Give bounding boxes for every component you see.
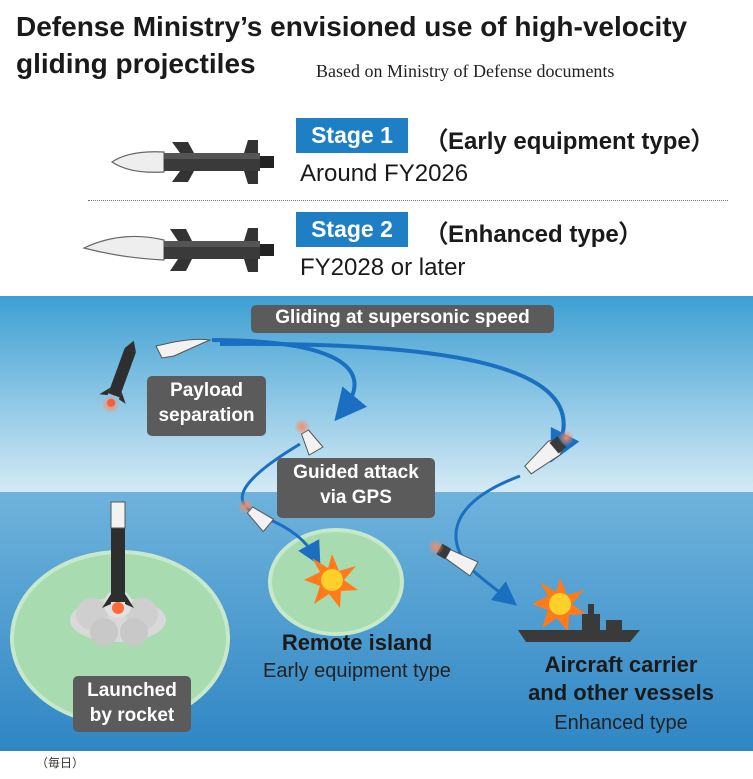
title-line-2: gliding projectiles [16, 48, 256, 79]
stage2-time: FY2028 or later [300, 254, 466, 281]
glider-early-mid [294, 418, 324, 456]
payload-line-2: separation [158, 405, 255, 426]
trajectory-enhanced [219, 341, 580, 463]
payload-line-1: Payload [170, 380, 243, 401]
launched-line-1: Launched [87, 680, 177, 701]
explosion-island [304, 554, 358, 608]
carrier-subtitle: Enhanced type [554, 712, 688, 734]
payload-label: Payload separation [147, 376, 266, 436]
stage2-projectile-icon [82, 228, 274, 272]
stage1-badge: Stage 1 [296, 118, 408, 153]
launch-rocket [70, 501, 166, 646]
island-subtitle: Early equipment type [263, 660, 451, 682]
credit: （毎日） [36, 756, 85, 770]
island-title: Remote island [281, 630, 433, 655]
stage-divider [88, 200, 728, 201]
glider-early-low [237, 498, 275, 533]
page-title: Defense Ministry’s envisioned use of hig… [16, 8, 687, 82]
stage2-badge: Stage 2 [296, 212, 408, 247]
stage2-type: （Enhanced type） [424, 221, 643, 248]
carrier-title: Aircraft carrier and other vessels [496, 651, 746, 707]
gliding-label: Gliding at supersonic speed [251, 305, 554, 333]
source-note: Based on Ministry of Defense documents [316, 61, 615, 81]
stage1-projectile-icon [110, 140, 274, 184]
launched-label: Launched by rocket [73, 676, 191, 732]
carrier-title-line-1: Aircraft carrier [544, 652, 698, 677]
carrier-title-line-2: and other vessels [528, 680, 714, 705]
glider-top [155, 338, 212, 359]
separating-rocket [99, 340, 136, 414]
guided-line-2: via GPS [320, 487, 392, 508]
stage1-type: （Early equipment type） [424, 128, 715, 155]
glider-enhanced-mid [524, 429, 575, 475]
guided-line-1: Guided attack [293, 462, 419, 483]
carrier-ship [518, 604, 640, 642]
stage1-time: Around FY2026 [300, 160, 469, 187]
launched-line-2: by rocket [89, 705, 175, 726]
explosion-carrier [532, 578, 586, 632]
glider-enhanced-low [427, 539, 479, 577]
guided-label: Guided attack via GPS [277, 458, 435, 518]
trajectory-early [211, 338, 368, 422]
title-line-1: Defense Ministry’s envisioned use of hig… [16, 11, 688, 42]
